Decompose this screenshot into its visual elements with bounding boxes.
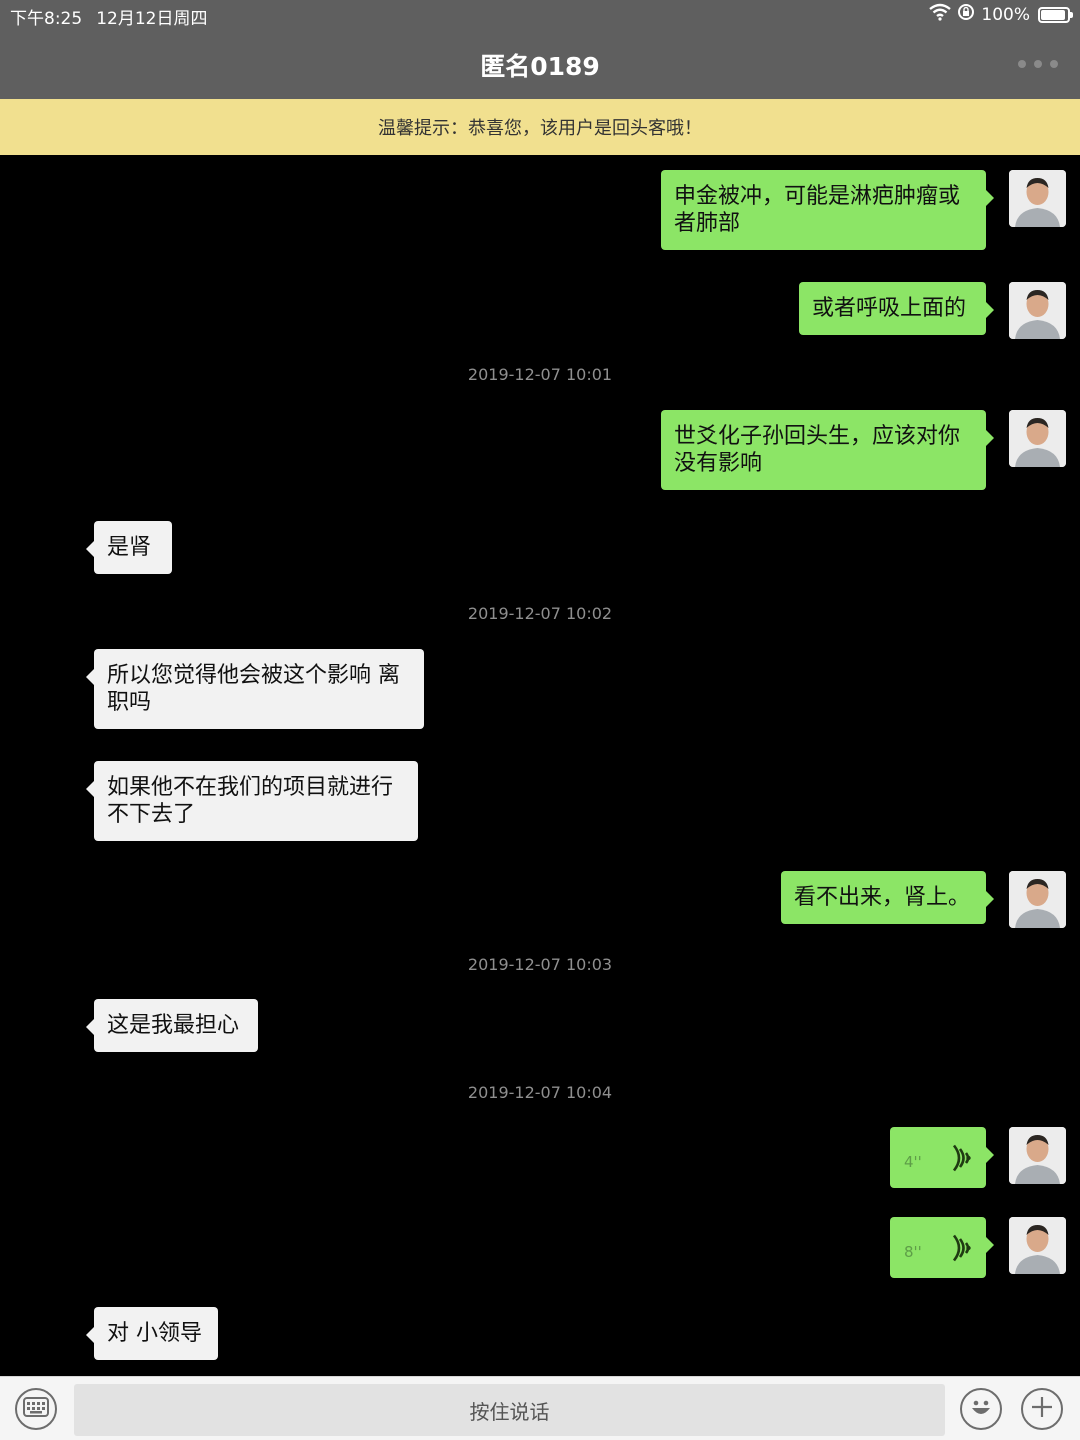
message-text: 不下去了 — [107, 802, 196, 827]
message-bubble[interactable]: 或者呼吸上面的 — [799, 282, 994, 335]
message-bubble[interactable]: 对 小领导 — [86, 1307, 218, 1360]
message-text: 是肾 — [107, 535, 152, 560]
notice-banner: 温馨提示：恭喜您，该用户是回头客哦！ — [0, 99, 1080, 155]
voice-duration: 4'' — [904, 1153, 922, 1171]
message-bubble[interactable]: 世爻化子孙回头生，应该对你 没有影响 — [661, 410, 994, 490]
page-title: 匿名0189 — [480, 52, 600, 81]
avatar-image — [1009, 170, 1066, 227]
emoji-icon — [966, 1392, 996, 1426]
message-text: 所以您觉得他会被这个影响 离 — [107, 663, 400, 688]
message-bubble[interactable]: 所以您觉得他会被这个影响 离 职吗 — [86, 649, 424, 729]
avatar-image — [1009, 410, 1066, 467]
add-button[interactable] — [1021, 1388, 1063, 1430]
keyboard-icon — [23, 1397, 49, 1421]
avatar[interactable] — [1009, 170, 1066, 227]
hold-to-talk-button[interactable]: 按住说话 — [74, 1384, 945, 1436]
voice-duration: 8'' — [904, 1243, 922, 1261]
battery-icon — [1038, 6, 1073, 23]
avatar[interactable] — [1009, 282, 1066, 339]
status-date: 12月12日周四 — [96, 9, 208, 29]
message-bubble[interactable]: 看不出来，肾上。 — [781, 871, 994, 924]
message-text: 看不出来，肾上。 — [794, 885, 971, 910]
avatar-image — [1009, 871, 1066, 928]
message-text: 对 小领导 — [107, 1321, 202, 1346]
message-bubble[interactable]: 申金被冲，可能是淋疤肿瘤或 者肺部 — [661, 170, 994, 250]
notice-text: 温馨提示：恭喜您，该用户是回头客哦！ — [378, 118, 702, 139]
timestamp: 2019-12-07 10:03 — [467, 955, 613, 974]
chat-area[interactable]: 申金被冲，可能是淋疤肿瘤或 者肺部 或者呼吸上面的 2019-12-07 10:… — [0, 155, 1080, 1376]
status-right: 100% — [929, 3, 1073, 26]
wifi-icon — [929, 3, 952, 26]
battery-fill — [1041, 9, 1065, 20]
avatar-image — [1009, 1127, 1066, 1184]
status-time: 下午8:25 — [10, 9, 83, 29]
message-text: 这是我最担心 — [107, 1013, 240, 1038]
avatar-image — [1009, 282, 1066, 339]
more-dots-icon — [1018, 60, 1058, 68]
more-button[interactable] — [1018, 52, 1058, 76]
battery-label: 100% — [981, 4, 1030, 25]
message-text: 世爻化子孙回头生，应该对你 — [674, 424, 961, 449]
message-bubble[interactable]: 是肾 — [86, 521, 172, 574]
status-bar: 下午8:25 12月12日周四 100% — [0, 0, 1080, 30]
voice-message[interactable]: 8'' — [890, 1217, 994, 1278]
plus-icon — [1030, 1395, 1054, 1423]
keyboard-button[interactable] — [15, 1388, 57, 1430]
message-text: 没有影响 — [674, 451, 763, 476]
emoji-button[interactable] — [960, 1388, 1002, 1430]
voice-wave-icon — [946, 1144, 972, 1179]
message-bubble[interactable]: 如果他不在我们的项目就进行 不下去了 — [86, 761, 418, 841]
timestamp: 2019-12-07 10:02 — [467, 604, 613, 623]
timestamp: 2019-12-07 10:01 — [467, 365, 613, 384]
avatar-image — [1009, 1217, 1066, 1274]
message-bubble[interactable]: 这是我最担心 — [86, 999, 258, 1052]
avatar[interactable] — [1009, 871, 1066, 928]
input-bar: 按住说话 — [0, 1376, 1080, 1440]
avatar[interactable] — [1009, 410, 1066, 467]
message-text: 者肺部 — [674, 211, 741, 236]
avatar[interactable] — [1009, 1217, 1066, 1274]
message-text: 职吗 — [107, 690, 152, 715]
message-text: 如果他不在我们的项目就进行 — [107, 775, 394, 800]
voice-wave-icon — [946, 1234, 972, 1269]
voice-message[interactable]: 4'' — [890, 1127, 994, 1188]
nav-bar: 匿名0189 — [0, 30, 1080, 99]
message-text: 申金被冲，可能是淋疤肿瘤或 — [674, 184, 961, 209]
avatar[interactable] — [1009, 1127, 1066, 1184]
status-left: 下午8:25 12月12日周四 — [10, 4, 207, 29]
message-text: 或者呼吸上面的 — [812, 296, 967, 321]
timestamp: 2019-12-07 10:04 — [467, 1083, 613, 1102]
orientation-lock-icon — [957, 3, 975, 26]
